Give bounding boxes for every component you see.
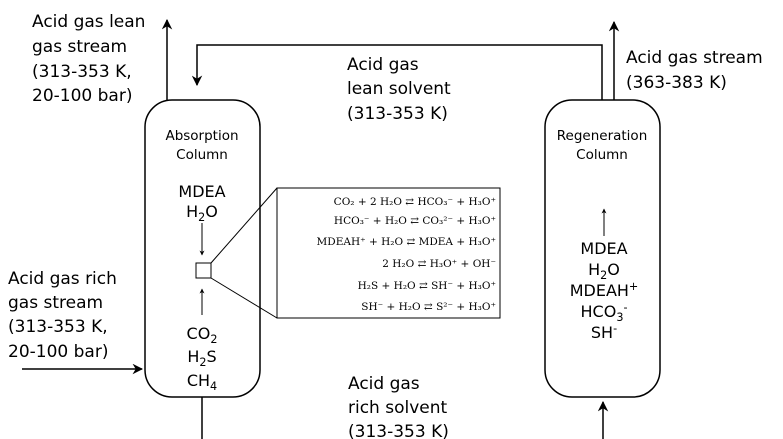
reaction: MDEAH⁺ + H₂O ⇄ MDEA + H₃O⁺ xyxy=(317,236,496,248)
species-ch4: CH4 xyxy=(187,371,217,393)
species-h2o: H2O xyxy=(186,202,218,224)
reactions-box xyxy=(276,187,501,319)
svg-text:Acid gas stream: Acid gas stream xyxy=(626,48,763,68)
svg-text:Regeneration: Regeneration xyxy=(557,128,648,144)
absorber-top-species: MDEA H2O xyxy=(178,182,225,224)
svg-text:Acid gas: Acid gas xyxy=(348,374,420,394)
reaction: SH⁻ + H₂O ⇄ S²⁻ + H₃O⁺ xyxy=(361,301,496,313)
reaction: HCO₃⁻ + H₂O ⇄ CO₃²⁻ + H₃O⁺ xyxy=(334,215,496,227)
species-mdea: MDEA xyxy=(178,182,225,201)
absorber-bottom-species: CO2 H2S CH4 xyxy=(187,324,218,393)
species-hco3: HCO3- xyxy=(581,301,628,324)
lean-solvent-label: Acid gas lean solvent (313-353 K) xyxy=(347,55,451,124)
zoom-line-bottom xyxy=(210,277,278,319)
acid-gas-stream-label: Acid gas stream (363-383 K) xyxy=(626,48,763,93)
svg-text:Acid gas rich: Acid gas rich xyxy=(8,269,117,289)
reactions-list: CO₂ + 2 H₂O ⇄ HCO₃⁻ + H₃O⁺ HCO₃⁻ + H₂O ⇄… xyxy=(317,196,496,313)
regeneration-column-title: Regeneration Column xyxy=(557,128,648,163)
svg-text:Column: Column xyxy=(176,147,228,163)
species-co2: CO2 xyxy=(187,324,218,346)
species-h2o: H2O xyxy=(588,260,620,282)
reaction: CO₂ + 2 H₂O ⇄ HCO₃⁻ + H₃O⁺ xyxy=(334,196,496,208)
zoom-square xyxy=(195,262,212,279)
svg-text:20-100 bar): 20-100 bar) xyxy=(32,86,132,106)
absorption-column-title: Absorption Column xyxy=(165,128,238,163)
svg-text:(313-353 K): (313-353 K) xyxy=(347,104,448,124)
svg-text:Column: Column xyxy=(576,147,628,163)
svg-text:Acid gas: Acid gas xyxy=(347,55,419,75)
species-mdea: MDEA xyxy=(580,239,627,258)
regenerator-species: MDEA H2O MDEAH+ HCO3- SH- xyxy=(570,239,639,342)
svg-text:gas stream: gas stream xyxy=(8,293,103,313)
svg-text:gas stream: gas stream xyxy=(32,37,127,57)
zoom-line-top xyxy=(210,187,278,264)
svg-text:(363-383 K): (363-383 K) xyxy=(626,73,727,93)
svg-text:(313-353 K,: (313-353 K, xyxy=(8,317,108,337)
svg-text:(313-353 K): (313-353 K) xyxy=(348,422,449,439)
species-sh: SH- xyxy=(591,322,617,342)
svg-text:lean solvent: lean solvent xyxy=(347,79,451,99)
species-h2s: H2S xyxy=(187,347,216,369)
species-mdeah: MDEAH+ xyxy=(570,280,639,300)
svg-text:(313-353 K,: (313-353 K, xyxy=(32,62,132,82)
svg-text:20-100 bar): 20-100 bar) xyxy=(8,342,108,362)
svg-text:Absorption: Absorption xyxy=(165,128,238,144)
reaction: H₂S + H₂O ⇄ SH⁻ + H₃O⁺ xyxy=(358,280,496,292)
svg-text:rich solvent: rich solvent xyxy=(348,398,448,418)
reaction: 2 H₂O ⇄ H₃O⁺ + OH⁻ xyxy=(382,258,496,270)
svg-text:Acid gas lean: Acid gas lean xyxy=(32,12,145,32)
rich-solvent-label: Acid gas rich solvent (313-353 K) xyxy=(348,374,449,439)
rich-gas-label: Acid gas rich gas stream (313-353 K, 20-… xyxy=(8,269,117,362)
lean-solvent-line xyxy=(191,44,603,100)
lean-gas-label: Acid gas lean gas stream (313-353 K, 20-… xyxy=(32,12,145,106)
